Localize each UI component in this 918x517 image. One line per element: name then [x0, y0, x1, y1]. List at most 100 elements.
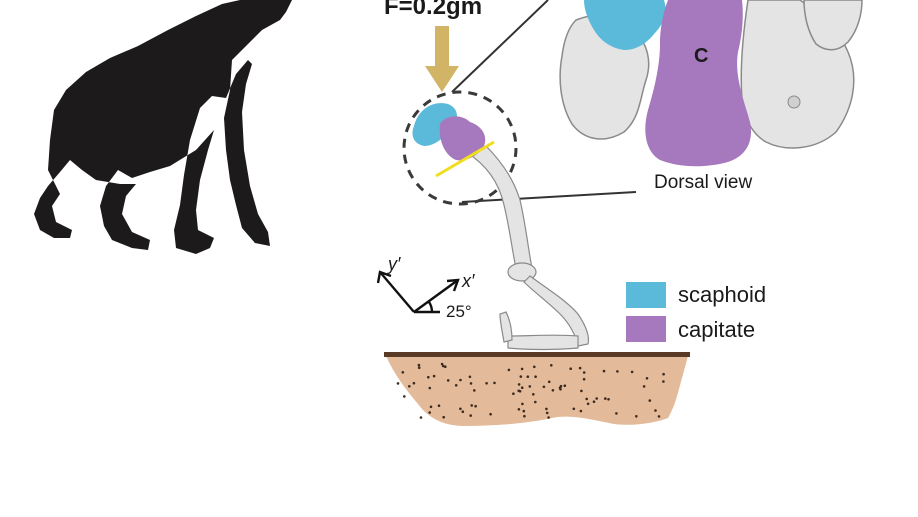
soil-speck [547, 380, 551, 384]
soil-speck [428, 386, 432, 390]
soil-speck [582, 371, 586, 374]
soil-speck [582, 377, 586, 381]
soil-speck [469, 382, 473, 385]
soil-speck [547, 416, 550, 419]
soil-speck [545, 411, 549, 415]
soil-speck [645, 377, 649, 380]
soil-speck [485, 382, 488, 385]
soil-speck [551, 389, 555, 392]
soil-speck [526, 375, 530, 379]
soil-speck [459, 407, 462, 411]
y-axis-line [379, 271, 415, 313]
forearm-bone [464, 145, 533, 269]
soil-speck [446, 379, 450, 382]
soil-speck [532, 393, 535, 396]
soil-speck [493, 381, 496, 385]
soil-speck [528, 385, 532, 388]
soil-speck [642, 385, 646, 388]
soil-speck [607, 398, 610, 401]
soil-speck [542, 385, 546, 389]
zoom-connector-bottom [461, 191, 637, 203]
soil-speck [522, 409, 526, 413]
legend-label-capitate: capitate [678, 317, 755, 342]
soil-speck [550, 364, 553, 367]
soil-speck [579, 409, 583, 413]
soil-speck [545, 407, 548, 411]
soil-speck [459, 378, 462, 382]
soil-speck [454, 384, 458, 387]
gorilla-silhouette-icon [34, 0, 292, 254]
soil-speck [654, 409, 657, 412]
soil-speck [657, 415, 661, 418]
gorilla-body-shape [34, 0, 292, 254]
soil-speck [474, 404, 477, 408]
soil-speck [615, 412, 618, 415]
y-axis-arrow-icon [376, 270, 392, 284]
soil-speck [630, 370, 634, 374]
force-arrow-shaft [435, 26, 449, 68]
soil-speck [489, 412, 492, 416]
force-label: F=0.2gm [384, 0, 482, 20]
soil-speck [533, 365, 536, 369]
soil-speck [417, 363, 421, 367]
soil-speck [412, 381, 416, 385]
dorsal-view-zoom: C [559, 0, 863, 167]
force-arrow: F=0.2gm [384, 0, 482, 92]
angle-arc [427, 301, 434, 313]
trapezium-bone [803, 0, 863, 51]
small-scaphoid-bone [412, 103, 457, 146]
soil-speck [534, 400, 537, 404]
soil-speck [569, 367, 572, 371]
soil-speck [507, 368, 511, 372]
soil-speck [441, 364, 445, 368]
soil-speck [408, 385, 411, 388]
phalanx-bone [507, 334, 579, 351]
soil-speck [519, 375, 523, 378]
soil-speck [534, 375, 537, 379]
soil-speck [572, 407, 576, 411]
soil-speck [473, 389, 476, 392]
soil-speck [442, 415, 446, 419]
soil-speck [417, 366, 421, 370]
soil-speck [662, 380, 665, 383]
zoom-connector-top [451, 0, 549, 93]
soil-speck [521, 402, 524, 406]
small-capitate-bone [439, 116, 486, 161]
soil-speck [468, 375, 472, 379]
soil-speck [604, 397, 607, 400]
soil-speck [403, 395, 406, 398]
soil-speck [648, 399, 652, 402]
soil-speck [517, 383, 521, 386]
soil-speck [432, 374, 436, 378]
soil-speck [602, 369, 606, 373]
x-axis-line [413, 279, 459, 313]
soil-speck [517, 389, 520, 393]
soil-speck [578, 366, 582, 370]
forelimb-bones [464, 145, 590, 351]
x-axis-arrow-icon [446, 278, 460, 292]
soil-speck [469, 414, 473, 417]
large-scaphoid-bone [584, 0, 666, 50]
ground-soil [386, 356, 688, 426]
y-axis-label: y′ [386, 254, 401, 274]
wrist-highlight-circle [402, 90, 518, 206]
soil-speck [470, 404, 474, 407]
soil-speck [595, 397, 598, 400]
legend-swatch-capitate [626, 316, 666, 342]
legend: scaphoid capitate [626, 282, 766, 342]
soil-speck [559, 388, 562, 391]
large-capitate-bone [645, 0, 752, 167]
soil-speck [440, 362, 444, 366]
soil-speck [592, 400, 596, 404]
force-arrow-head [425, 66, 459, 92]
legend-label-scaphoid: scaphoid [678, 282, 766, 307]
soil-speck [461, 410, 465, 414]
soil-speck [523, 414, 526, 418]
x-axis-label: x′ [461, 271, 475, 291]
soil-speckles [396, 362, 665, 419]
ground-surface [384, 352, 690, 357]
bone-foramen [787, 95, 801, 109]
angle-label: 25° [446, 302, 472, 321]
soil-speck [635, 415, 638, 418]
coordinate-axes [376, 270, 460, 314]
